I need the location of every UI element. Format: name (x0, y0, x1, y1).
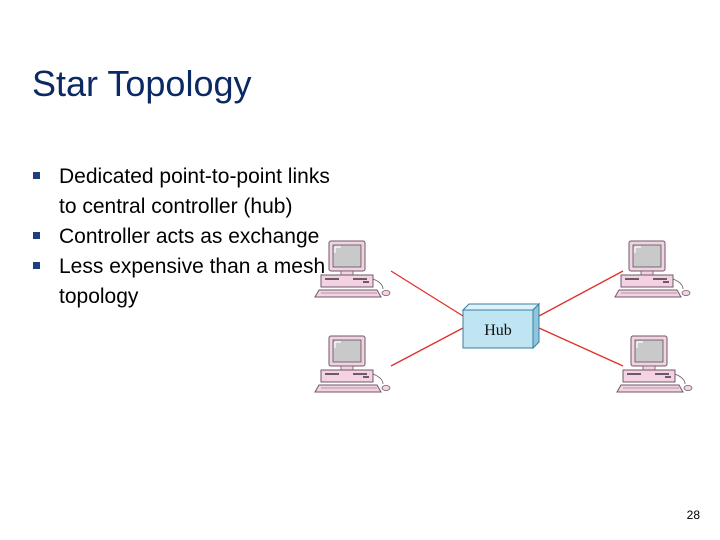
hub-label: Hub (484, 322, 512, 339)
bullet-text: Less expensive than a mesh topology (59, 255, 326, 308)
bullet-marker-icon (33, 262, 40, 269)
bullet-text: Dedicated point-to-point links to centra… (59, 165, 330, 218)
bullet-item: Controller acts as exchange (32, 222, 332, 252)
link-lines (390, 270, 624, 367)
slide-title: Star Topology (32, 63, 252, 104)
bullet-item: Dedicated point-to-point links to centra… (32, 162, 332, 222)
bullet-item: Less expensive than a mesh topology (32, 252, 332, 312)
computer-icon (314, 335, 391, 393)
computer-icon (614, 240, 691, 298)
bullet-list: Dedicated point-to-point links to centra… (32, 162, 332, 312)
link-line (538, 270, 624, 317)
computer-icon (616, 335, 693, 393)
link-line (538, 327, 624, 367)
link-line (390, 327, 464, 367)
bullet-text: Controller acts as exchange (59, 225, 320, 248)
bullet-marker-icon (33, 232, 40, 239)
link-line (390, 270, 464, 317)
computer-icon (314, 240, 391, 298)
hub: Hub (461, 302, 541, 350)
page-number: 28 (686, 508, 700, 522)
star-topology-diagram: Hub (314, 240, 693, 393)
bullet-marker-icon (33, 172, 40, 179)
